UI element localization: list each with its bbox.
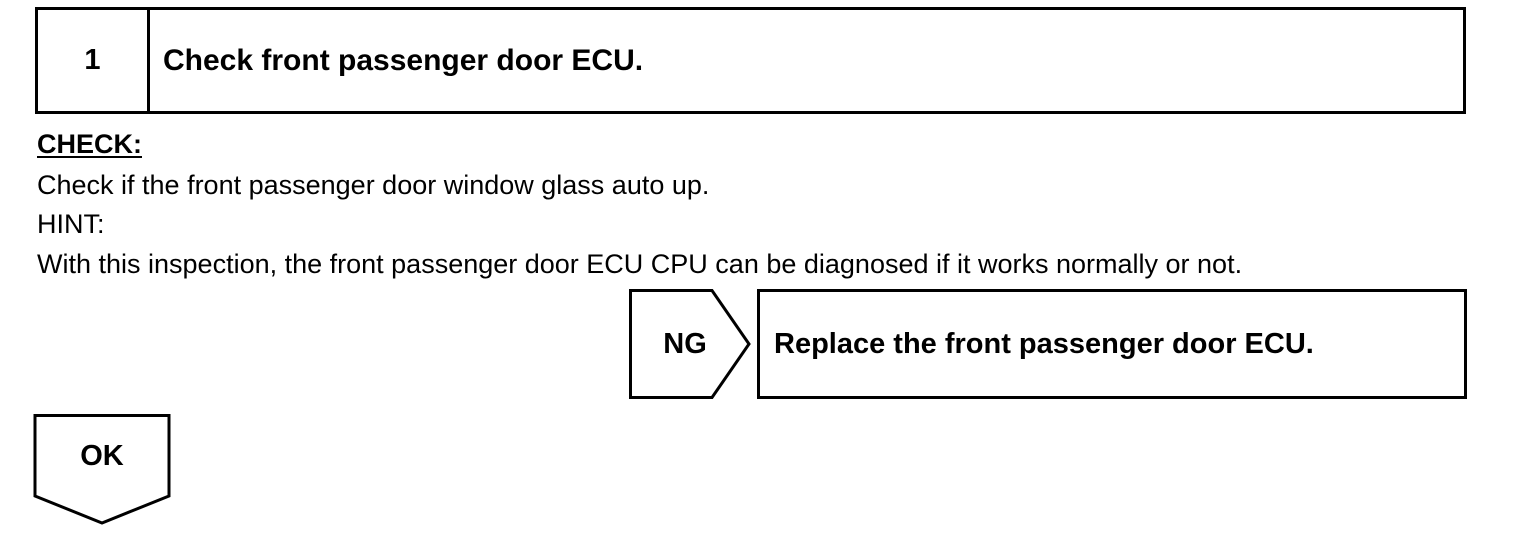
hint-text: With this inspection, the front passenge… [37, 249, 1243, 279]
check-text: Check if the front passenger door window… [37, 170, 710, 200]
ng-action-box: Replace the front passenger door ECU. [757, 289, 1467, 399]
step-title: Check front passenger door ECU. [163, 43, 644, 77]
ok-arrow-shape [33, 414, 171, 525]
hint-label: HINT: [37, 209, 105, 239]
ng-label: NG [663, 327, 707, 360]
check-label: CHECK: [37, 129, 142, 159]
step-number: 1 [38, 10, 150, 111]
ok-label: OK [80, 439, 124, 472]
ng-arrow-shape [629, 289, 751, 399]
step-header: 1 Check front passenger door ECU. [35, 7, 1466, 114]
